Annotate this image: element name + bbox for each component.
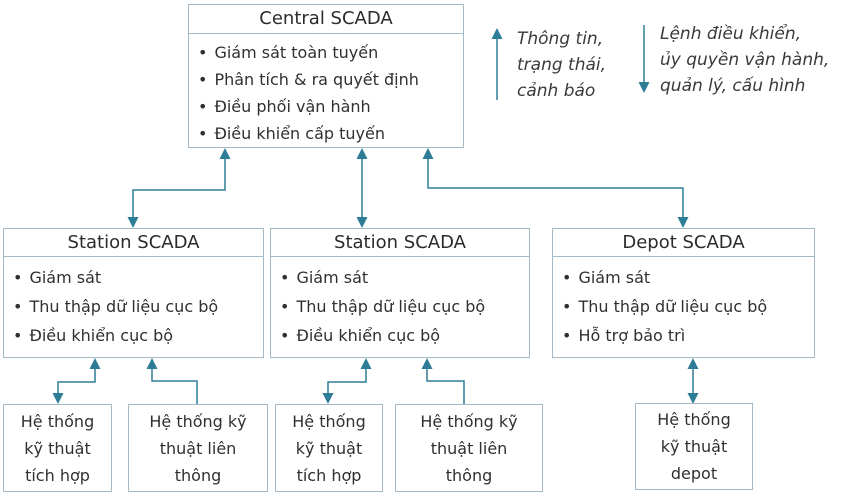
bullet-item: Giám sát: [13, 263, 259, 292]
subsystem-integrated-2-box: Hệ thống kỹ thuật tích hợp: [275, 404, 383, 492]
bullet-list: Giám sát Thu thập dữ liệu cục bộ Hỗ trợ …: [553, 257, 814, 350]
box-title: Central SCADA: [189, 5, 463, 34]
bullet-item: Giám sát toàn tuyến: [198, 39, 459, 66]
downward-flow-label: Lệnh điều khiển, ủy quyền vận hành, quản…: [660, 21, 829, 99]
bullet-list: Giám sát toàn tuyến Phân tích & ra quyết…: [189, 34, 463, 147]
subsystem-label-line: thông: [445, 465, 493, 485]
station-scada-2-box: Station SCADA Giám sát Thu thập dữ liệu …: [270, 228, 530, 358]
connector-central-depot: [422, 148, 689, 228]
box-title: Station SCADA: [4, 229, 263, 257]
bullet-item: Giám sát: [562, 263, 810, 292]
subsystem-label-line: Hệ thống kỹ: [420, 411, 518, 431]
connector-station2-interlink: [421, 358, 465, 404]
subsystem-interlink-1-box: Hệ thống kỹ thuật liên thông: [128, 404, 268, 492]
subsystem-label-line: kỹ thuật: [24, 438, 91, 458]
connector-station1-integrated: [52, 358, 101, 404]
depot-scada-box: Depot SCADA Giám sát Thu thập dữ liệu cụ…: [552, 228, 815, 358]
bullet-item: Điều khiển cấp tuyến: [198, 120, 459, 147]
box-title: Depot SCADA: [553, 229, 814, 257]
annotation-line: trạng thái,: [517, 55, 607, 75]
subsystem-label-line: depot: [670, 464, 718, 483]
upward-flow-label: Thông tin, trạng thái, cảnh báo: [517, 26, 606, 104]
subsystem-label-line: kỹ thuật: [660, 437, 728, 456]
bullet-item: Phân tích & ra quyết định: [198, 66, 459, 93]
annotation-line: Lệnh điều khiển,: [660, 24, 802, 44]
box-title: Station SCADA: [271, 229, 529, 257]
connector-station2-integrated: [322, 358, 372, 404]
subsystem-label-line: Hệ thống: [292, 411, 366, 431]
annotation-line: cảnh báo: [517, 81, 596, 101]
bullet-item: Hỗ trợ bảo trì: [562, 321, 810, 350]
bullet-item: Điều khiển cục bộ: [13, 321, 259, 350]
bullet-list: Giám sát Thu thập dữ liệu cục bộ Điều kh…: [4, 257, 263, 350]
station-scada-1-box: Station SCADA Giám sát Thu thập dữ liệu …: [3, 228, 264, 358]
subsystem-label-line: thông: [174, 465, 222, 485]
subsystem-label-line: thuật liên: [430, 438, 508, 458]
subsystem-label-line: Hệ thống kỹ: [149, 411, 247, 431]
annotation-line: ủy quyền vận hành,: [660, 50, 830, 70]
subsystem-label-line: Hệ thống: [657, 410, 731, 429]
bullet-item: Giám sát: [280, 263, 525, 292]
subsystem-label-line: tích hợp: [296, 465, 362, 485]
subsystem-label-line: Hệ thống: [20, 411, 95, 431]
bullet-list: Giám sát Thu thập dữ liệu cục bộ Điều kh…: [271, 257, 529, 350]
connector-station1-interlink: [146, 358, 198, 404]
subsystem-integrated-1-box: Hệ thống kỹ thuật tích hợp: [3, 404, 112, 492]
annotation-line: Thông tin,: [517, 29, 604, 49]
subsystem-interlink-2-box: Hệ thống kỹ thuật liên thông: [395, 404, 543, 492]
bullet-item: Điều khiển cục bộ: [280, 321, 525, 350]
bullet-item: Thu thập dữ liệu cục bộ: [13, 292, 259, 321]
bullet-item: Thu thập dữ liệu cục bộ: [562, 292, 810, 321]
central-scada-box: Central SCADA Giám sát toàn tuyến Phân t…: [188, 4, 464, 148]
bullet-item: Điều phối vận hành: [198, 93, 459, 120]
subsystem-label-line: kỹ thuật: [295, 438, 363, 458]
bullet-item: Thu thập dữ liệu cục bộ: [280, 292, 525, 321]
subsystem-label-line: thuật liên: [159, 438, 237, 458]
subsystem-depot-box: Hệ thống kỹ thuật depot: [635, 403, 753, 490]
annotation-line: quản lý, cấu hình: [660, 76, 806, 96]
subsystem-label-line: tích hợp: [25, 465, 90, 485]
connector-central-station1: [127, 148, 231, 228]
